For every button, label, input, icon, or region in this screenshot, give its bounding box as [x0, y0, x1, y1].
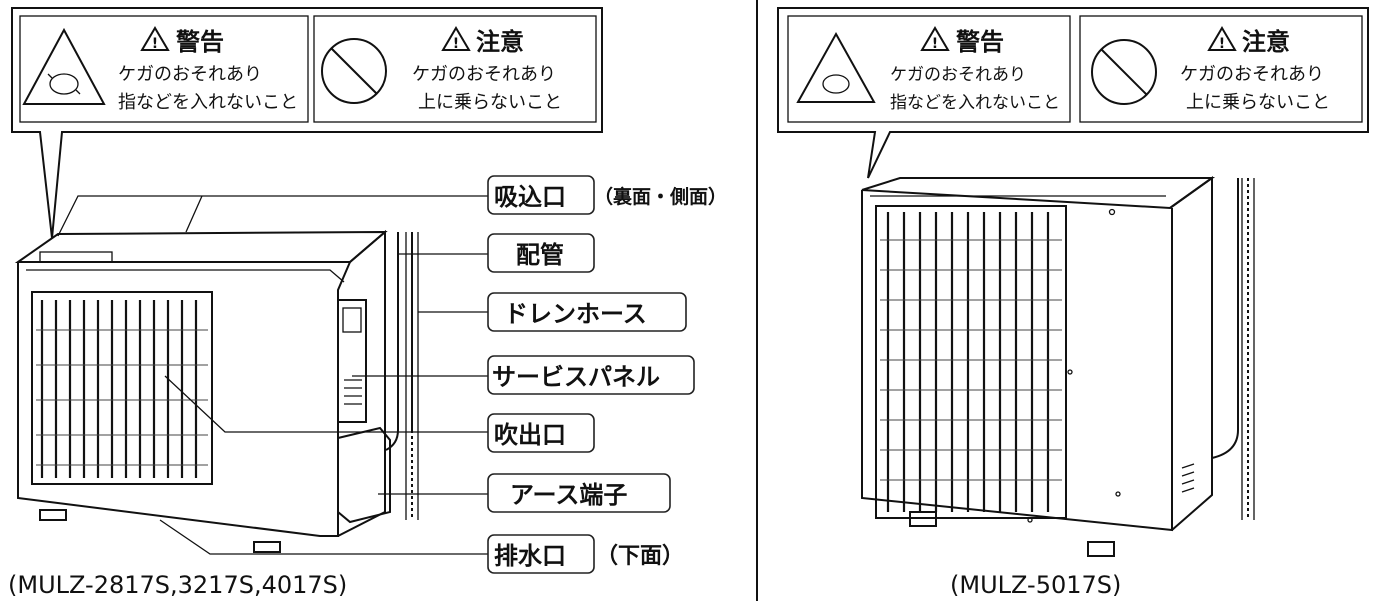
- rotation-hazard-icon: [22, 27, 106, 105]
- right-warning-title: 警告: [955, 28, 1004, 56]
- warning-triangle-icon: !: [1207, 26, 1237, 52]
- right-warning-line2: 指などを入れないこと: [890, 93, 1060, 113]
- left-grille: [36, 300, 208, 478]
- part-drain-hose: ドレンホース: [487, 292, 687, 332]
- part-suction-inlet: 吸込口 （裏面・側面）: [487, 175, 727, 215]
- right-caution-title: 注意: [1242, 28, 1290, 56]
- left-caption: (MULZ-2817S,3217S,4017S): [8, 571, 347, 599]
- right-grille: [880, 212, 1062, 512]
- right-caution-line2: 上に乗らないこと: [1186, 92, 1330, 113]
- left-figure: ! 警告 ケガのおそれあり 指などを入れないこと ! 注意 ケガのおそれあり 上…: [8, 7, 727, 599]
- right-label-panel: ! 警告 ケガのおそれあり 指などを入れないこと ! 注意 ケガのおそれあり 上…: [777, 7, 1369, 179]
- part-outlet-label: 吹出口: [494, 421, 566, 449]
- part-earth-terminal-label: アース端子: [510, 481, 627, 509]
- left-caution-line2: 上に乗らないこと: [418, 92, 562, 113]
- part-piping: 配管: [487, 233, 595, 273]
- prohibition-icon: [1091, 39, 1157, 105]
- svg-text:!: !: [1219, 36, 1225, 52]
- part-service-panel: サービスパネル: [487, 355, 695, 395]
- part-earth-terminal: アース端子: [487, 473, 671, 513]
- right-caption: (MULZ-5017S): [950, 571, 1121, 599]
- left-caution-title: 注意: [476, 28, 524, 56]
- svg-text:!: !: [152, 36, 158, 52]
- right-figure: ! 警告 ケガのおそれあり 指などを入れないこと ! 注意 ケガのおそれあり 上…: [777, 7, 1369, 599]
- right-caution-line1: ケガのおそれあり: [1180, 64, 1324, 85]
- part-suction-inlet-note: （裏面・側面）: [594, 185, 727, 208]
- part-drain-hose-label: ドレンホース: [504, 300, 647, 328]
- left-caution-sticker: [313, 15, 597, 123]
- warning-triangle-icon: !: [140, 26, 170, 52]
- right-warning-line1: ケガのおそれあり: [890, 65, 1026, 85]
- right-caution-sticker: [1079, 15, 1363, 123]
- left-warning-title: 警告: [175, 28, 224, 56]
- left-outdoor-unit: [14, 229, 419, 553]
- left-warning-line2: 指などを入れないこと: [118, 92, 298, 113]
- part-service-panel-label: サービスパネル: [492, 363, 660, 391]
- warning-triangle-icon: !: [441, 26, 471, 52]
- svg-text:!: !: [932, 36, 938, 52]
- left-part-list: 吸込口 （裏面・側面） 配管 ドレンホース サービスパネル 吹出口 アース: [487, 175, 727, 574]
- left-warning-line1: ケガのおそれあり: [118, 64, 262, 85]
- left-caution-line1: ケガのおそれあり: [412, 64, 556, 85]
- left-warning-sticker: [19, 15, 309, 123]
- left-part-leaders: [57, 195, 488, 555]
- rotation-hazard-icon: [796, 31, 876, 103]
- part-piping-label: 配管: [516, 241, 564, 269]
- svg-text:!: !: [453, 36, 459, 52]
- right-warning-sticker: [787, 15, 1071, 123]
- right-outdoor-unit: [861, 176, 1255, 557]
- part-drain-outlet: 排水口 （下面）: [487, 534, 684, 574]
- part-drain-outlet-label: 排水口: [494, 542, 566, 570]
- part-drain-outlet-note: （下面）: [596, 544, 684, 569]
- left-label-panel: ! 警告 ケガのおそれあり 指などを入れないこと ! 注意 ケガのおそれあり 上…: [11, 7, 603, 239]
- prohibition-icon: [321, 38, 387, 104]
- part-outlet: 吹出口: [487, 413, 595, 453]
- part-suction-inlet-label: 吸込口: [494, 183, 566, 211]
- warning-triangle-icon: !: [920, 26, 950, 52]
